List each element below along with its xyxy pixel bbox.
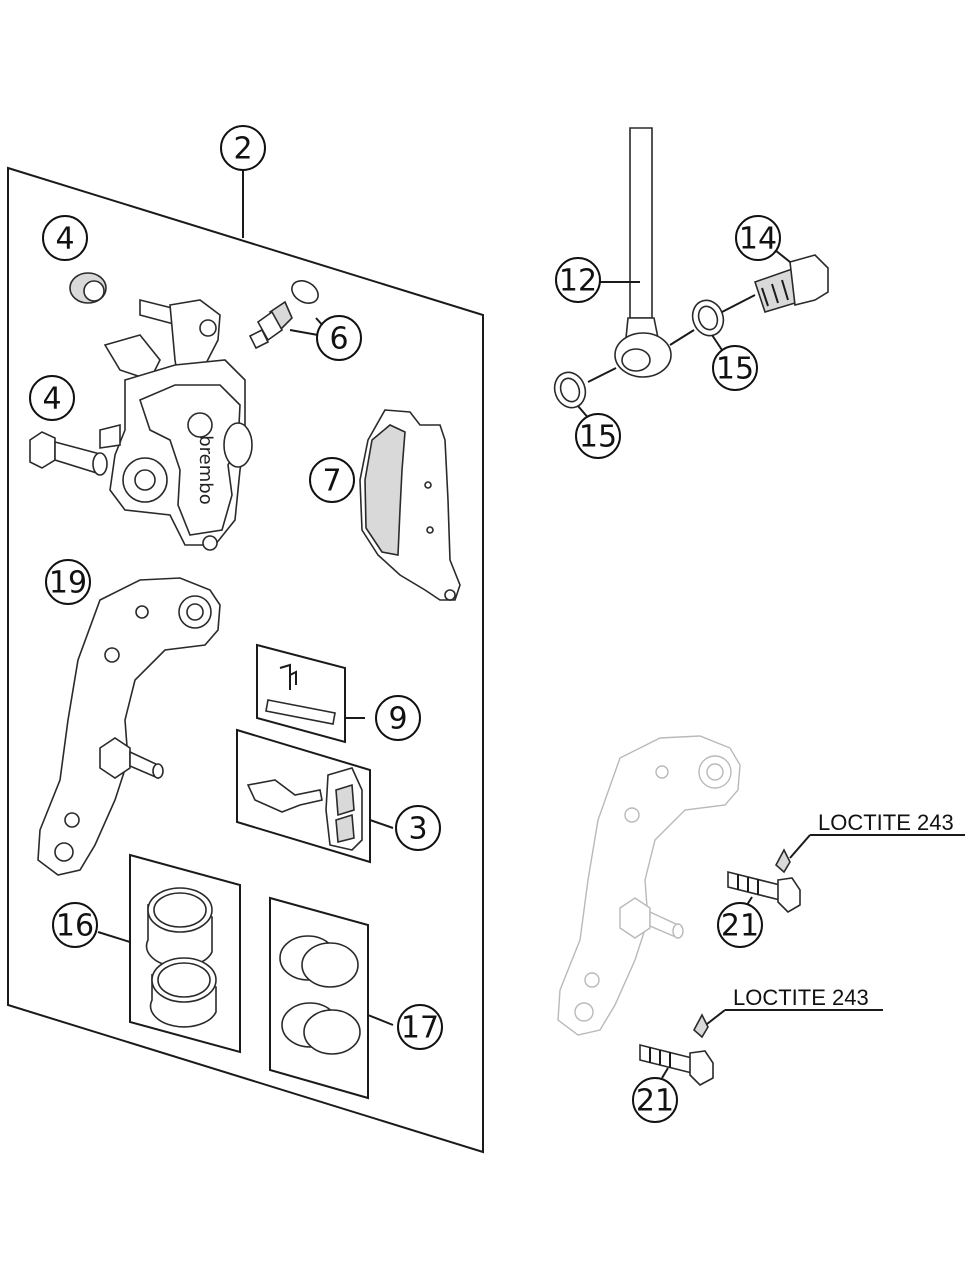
loctite-lower-leader	[706, 1009, 726, 1025]
callout-3-number: 3	[408, 812, 427, 847]
loctite-upper-label: LOCTITE 243	[818, 810, 954, 835]
callout-4-upper-number: 4	[55, 222, 74, 257]
mounting-bracket-ghost	[557, 735, 741, 1036]
callout-17-number: 17	[401, 1011, 439, 1046]
loctite-lower-label: LOCTITE 243	[733, 985, 869, 1010]
callout-6: 6	[316, 315, 362, 361]
callout-19: 19	[45, 559, 91, 605]
callout-4-lower-number: 4	[42, 382, 61, 417]
caliper-brand-text: brembo	[195, 435, 216, 504]
part-4-nut	[69, 272, 107, 304]
part-21-bolt-upper	[727, 848, 801, 914]
callout-16-number: 16	[56, 909, 94, 944]
leader-21-lower	[661, 1067, 669, 1079]
loctite-upper-leader	[789, 834, 811, 859]
callout-16: 16	[52, 902, 98, 948]
axis-line-upper	[587, 367, 617, 383]
leader-3	[369, 819, 394, 829]
callout-21-lower-number: 21	[636, 1084, 674, 1119]
part-21-bolt-lower	[639, 1013, 714, 1086]
callout-7: 7	[309, 457, 355, 503]
callout-17: 17	[397, 1004, 443, 1050]
callout-15-upper: 15	[712, 345, 758, 391]
part-15-washer-lower	[553, 371, 587, 409]
callout-2: 2	[220, 125, 266, 171]
caliper-kit-panel	[7, 166, 484, 1154]
part-9-pin-kit	[256, 643, 346, 744]
leader-16	[97, 931, 131, 943]
callout-12-number: 12	[559, 264, 597, 299]
callout-7-number: 7	[322, 464, 341, 499]
leader-17	[367, 1014, 394, 1026]
axis-line-top	[721, 294, 756, 313]
part-6-bleeder-screw	[248, 280, 319, 350]
callout-21-upper-number: 21	[721, 909, 759, 944]
brake-caliper-body: brembo	[99, 298, 253, 551]
leader-14	[774, 249, 791, 263]
callout-6-number: 6	[329, 322, 348, 357]
callout-4-upper: 4	[42, 215, 88, 261]
axis-line-mid	[669, 329, 695, 346]
part-12-brake-line	[614, 127, 672, 378]
leader-15-upper	[711, 334, 723, 351]
part-3-spring-kit	[236, 728, 371, 864]
callout-21-lower: 21	[632, 1077, 678, 1123]
callout-15-upper-number: 15	[716, 352, 754, 387]
callout-2-number: 2	[233, 132, 252, 167]
callout-12: 12	[555, 257, 601, 303]
callout-21-upper: 21	[717, 902, 763, 948]
callout-15-lower-number: 15	[579, 420, 617, 455]
callout-14-number: 14	[739, 222, 777, 257]
part-15-washer-upper	[691, 299, 725, 337]
part-17-seal-rings	[269, 896, 369, 1100]
callout-9-number: 9	[388, 702, 407, 737]
part-4-bolt	[29, 431, 108, 476]
callout-9: 9	[375, 695, 421, 741]
callout-15-lower: 15	[575, 413, 621, 459]
part-7-brake-pad	[359, 409, 461, 601]
callout-4-lower: 4	[29, 375, 75, 421]
callout-19-number: 19	[49, 566, 87, 601]
callout-3: 3	[395, 805, 441, 851]
part-16-pistons	[129, 853, 241, 1054]
part-19-caliper-bracket	[37, 577, 221, 876]
callout-14: 14	[735, 215, 781, 261]
part-14-banjo-bolt	[753, 254, 829, 313]
